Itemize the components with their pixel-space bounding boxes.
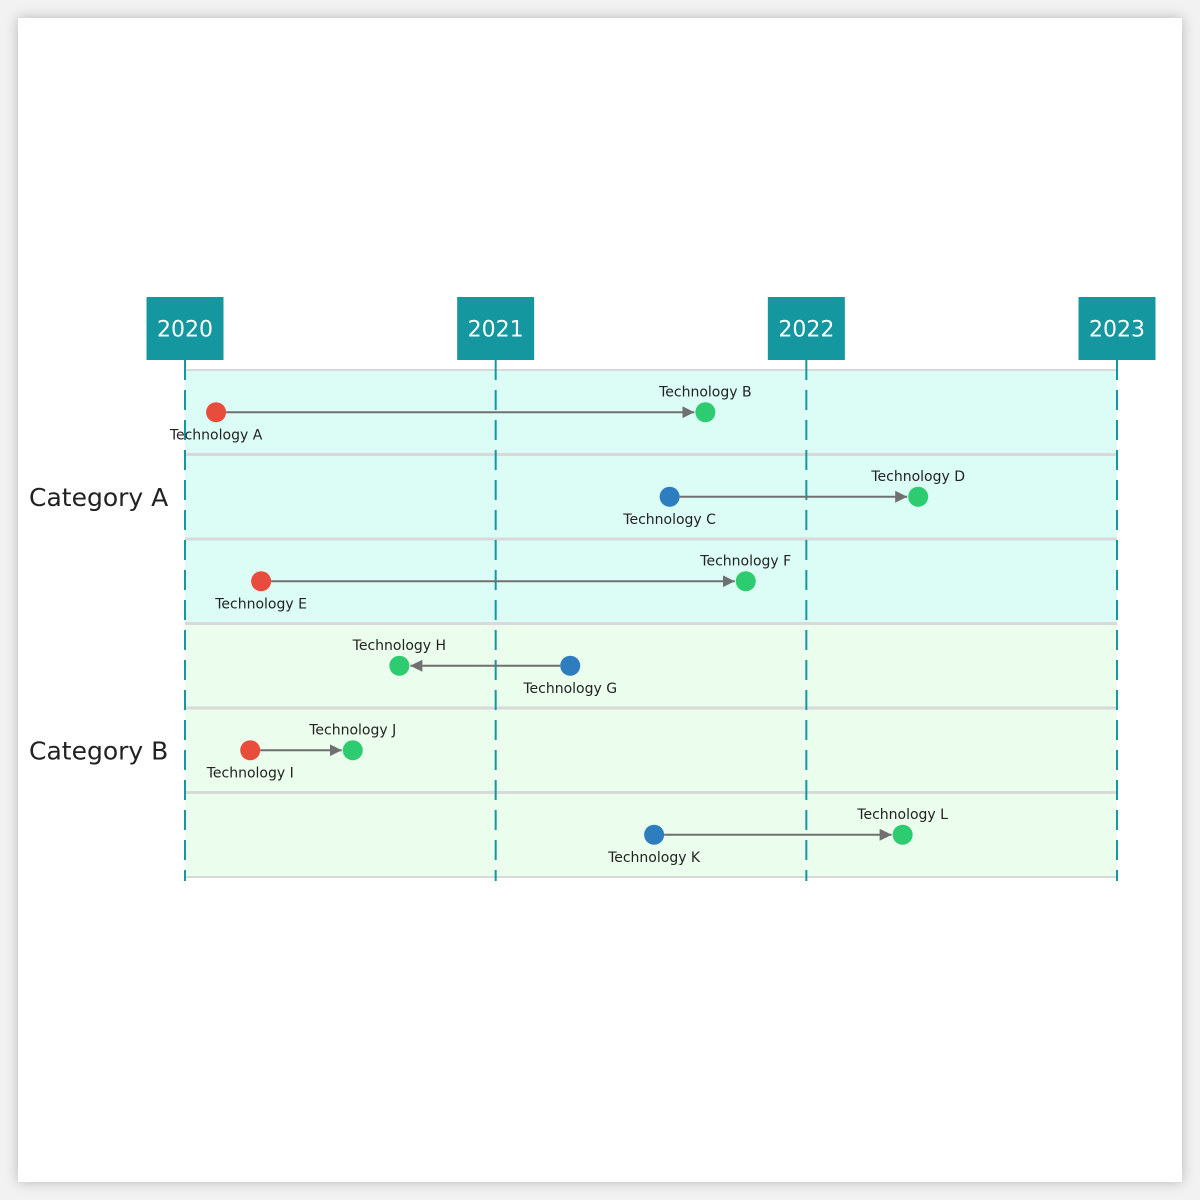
technology-label: Technology I [206, 765, 294, 781]
technology-label: Technology F [699, 553, 791, 569]
category-band-1 [185, 370, 1117, 624]
technology-label: Technology J [308, 722, 396, 738]
milestone-dot [206, 402, 227, 423]
milestone-dot [240, 740, 261, 761]
technology-label: Technology C [622, 512, 716, 528]
year-box-2020 [146, 297, 224, 360]
year-box-2021 [457, 297, 535, 360]
year-label: 2023 [1089, 318, 1145, 343]
technology-label: Technology K [607, 850, 701, 866]
category-label: Category B [29, 736, 168, 765]
year-box-2023 [1078, 297, 1156, 360]
year-label: 2020 [157, 318, 213, 343]
milestone-dot [908, 486, 929, 507]
year-label: 2021 [468, 318, 524, 343]
technology-label: Technology H [352, 638, 446, 654]
technology-label: Technology B [658, 384, 751, 400]
technology-label: Technology D [870, 469, 965, 485]
year-box-2022 [767, 297, 845, 360]
milestone-dot [251, 571, 272, 592]
milestone-dot [892, 824, 913, 845]
milestone-dot [644, 824, 665, 845]
technology-label: Technology A [169, 427, 263, 443]
milestone-dot [389, 655, 410, 676]
milestone-dot [342, 740, 363, 761]
technology-label: Technology G [522, 681, 617, 697]
milestone-dot [659, 486, 680, 507]
milestone-dot [560, 655, 581, 676]
milestone-dot [695, 402, 716, 423]
technology-label: Technology L [856, 807, 948, 823]
milestone-dot [735, 571, 756, 592]
technology-label: Technology E [214, 596, 307, 612]
category-label: Category A [29, 483, 168, 512]
year-label: 2022 [778, 318, 834, 343]
